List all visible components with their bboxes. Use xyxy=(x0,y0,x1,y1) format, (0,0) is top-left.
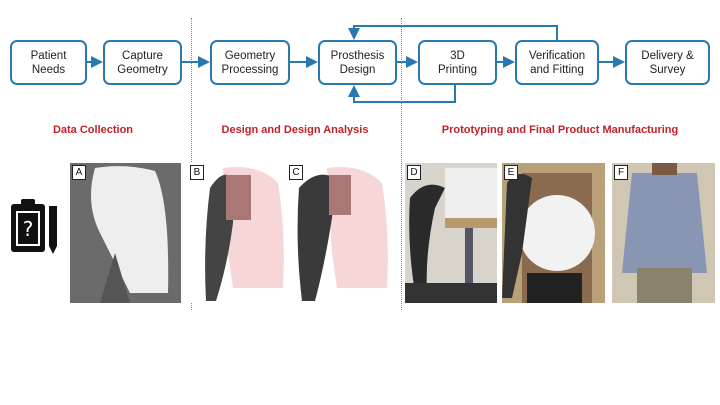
panel-label: D xyxy=(407,165,421,180)
panel-label: E xyxy=(504,165,518,180)
pencil-icon xyxy=(49,206,57,254)
panel-c-model: C xyxy=(287,163,393,303)
step-3d-printing: 3D Printing xyxy=(418,40,497,85)
panel-a-scan: A xyxy=(70,163,181,303)
panel-e-photo: E xyxy=(502,163,605,303)
step-capture-geometry: Capture Geometry xyxy=(103,40,182,85)
step-delivery-survey: Delivery & Survey xyxy=(625,40,710,85)
stage-data-collection: Data Collection xyxy=(52,124,134,136)
step-geometry-processing: Geometry Processing xyxy=(210,40,290,85)
panel-label: A xyxy=(72,165,86,180)
stage-design-analysis: Design and Design Analysis xyxy=(221,124,369,136)
step-prosthesis-design: Prosthesis Design xyxy=(318,40,397,85)
panel-f-photo: F xyxy=(612,163,715,303)
svg-text:?: ? xyxy=(23,217,34,241)
stage-divider xyxy=(401,18,402,310)
panel-label: F xyxy=(614,165,628,180)
panel-label: B xyxy=(190,165,204,180)
step-verification-fitting: Verification and Fitting xyxy=(515,40,599,85)
panel-b-model: B xyxy=(188,163,288,303)
step-patient-needs: Patient Needs xyxy=(10,40,87,85)
panel-d-photo: D xyxy=(405,163,497,303)
panel-label: C xyxy=(289,165,303,180)
clipboard-question-icon: ? xyxy=(11,199,57,254)
stage-prototyping: Prototyping and Final Product Manufactur… xyxy=(441,124,679,136)
